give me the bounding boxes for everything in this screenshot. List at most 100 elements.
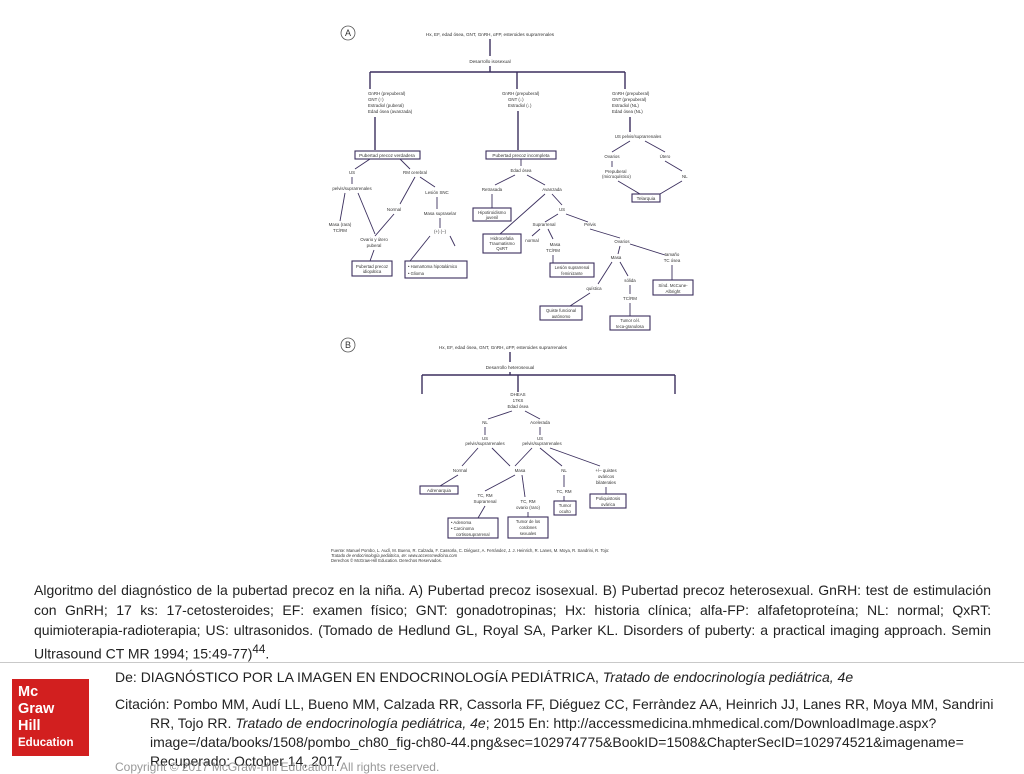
tumor-teca-box xyxy=(609,315,651,331)
pp-true-box xyxy=(354,150,421,160)
citation-book: Tratado de endocrinología pediátrica, 4e xyxy=(235,715,486,731)
panel-a-circle xyxy=(340,25,356,41)
edad-osea-label: Edad ósea xyxy=(511,168,533,173)
traumatismo-label: Traumatismo xyxy=(489,241,515,246)
de-line: De: DIAGNÓSTICO POR LA IMAGEN EN ENDOCRI… xyxy=(115,669,854,685)
adenoma-label: • Adenoma xyxy=(451,520,472,525)
divider xyxy=(0,662,1024,663)
sexuales-label: sexuales xyxy=(520,531,537,536)
tamano-label: tamaño xyxy=(665,252,680,257)
hipotiroidismo-label: Hipotiroidismo xyxy=(478,210,506,215)
glioma-label: • Glioma xyxy=(408,271,425,276)
bilaterales-label: bilaterales xyxy=(596,480,617,485)
source-citation: De: DIAGNÓSTICO POR LA IMAGEN EN ENDOCRI… xyxy=(115,668,995,771)
normal-label-a: Normal xyxy=(387,207,401,212)
svg-text:Estradiol (↓): Estradiol (↓) xyxy=(508,103,532,108)
figure-source-line2: Tratado de endocrinología pediátrica, 4e… xyxy=(331,553,458,558)
panel-a-letter: A xyxy=(345,28,351,38)
mcgraw-hill-logo: Mc Graw Hill Education xyxy=(12,679,89,756)
figure-source-line3: Derechos © McGraw-Hill Education. Derech… xyxy=(331,558,442,563)
tcrm-b-label: TC, RM xyxy=(556,489,571,494)
us-label-a2: US xyxy=(559,207,565,212)
us-pelvic-label: US pelvis/suprarrenales xyxy=(615,134,662,139)
mri-label: RM cerebral xyxy=(403,170,427,175)
ovarica-label: ovárica xyxy=(601,502,616,507)
suprarrenal-label: Suprarrenal xyxy=(533,222,556,227)
feminizante-label: feminizante xyxy=(561,271,583,276)
adenoma-box xyxy=(447,517,499,539)
teca-granulosa-label: teca-granulosa xyxy=(616,324,644,329)
ovaries-label: Ovarios xyxy=(604,154,620,159)
us-b-left: US xyxy=(482,436,488,441)
nl-label-a: NL xyxy=(682,174,688,179)
suprarrenal-b-label: Suprarrenal xyxy=(474,499,497,504)
plus-minus-label: (+) (–) xyxy=(434,229,447,234)
us-b-left-sub: pelvis/suprarrenales xyxy=(465,441,505,446)
acelerada-label: Acelerada xyxy=(530,420,550,425)
mccune-box xyxy=(652,279,694,296)
copyright-notice: Copyright © 2017 McGraw-Hill Education. … xyxy=(115,760,440,774)
panel-a-top-box: Hx, EF, edad ósea, GNT, GnRH, αFP, ester… xyxy=(426,32,555,37)
cortisosuprarrenal-label: cortisosuprarrenal xyxy=(456,532,490,537)
hipotiroidismo-box xyxy=(472,207,512,222)
svg-text:Estradiol (puberal): Estradiol (puberal) xyxy=(368,103,404,108)
panel-b-circle xyxy=(340,337,356,353)
masa-renal-label: Masa (rara) xyxy=(329,222,352,227)
telarquia-label: Telarquia xyxy=(637,196,656,201)
book-title: Tratado de endocrinología pediátrica, 4e xyxy=(602,669,854,685)
poliquistosis-box xyxy=(589,493,627,509)
hidrocefalia-box xyxy=(482,233,522,254)
carcinoma-label: • Carcinoma xyxy=(451,526,475,531)
ovaricos-label: ováricos xyxy=(598,474,615,479)
telarquia-box xyxy=(631,193,661,203)
tumor-oculto-label: Tumor xyxy=(559,503,572,508)
ovarios2-label: Ovarios xyxy=(614,239,630,244)
svg-text:GNT (prepuberal): GNT (prepuberal) xyxy=(612,97,647,102)
lesion-supra-box xyxy=(549,262,595,278)
avanzada-label: Avanzada xyxy=(542,187,562,192)
panel-b-top-box: Hx, EF, edad ósea, GNT, GnRH, αFP, ester… xyxy=(439,345,568,350)
svg-text:Edad ósea (NL): Edad ósea (NL) xyxy=(612,109,643,114)
caption-tail: . xyxy=(265,645,270,662)
pp-incomplete-label: Pubertad precoz incompleta xyxy=(492,153,550,158)
tumor-oculto-box xyxy=(553,500,577,516)
pelvis-supra-label: pelvis/suprarrenales xyxy=(332,186,372,191)
logo-line-4: Education xyxy=(18,737,74,749)
edad-osea-b-label: Edad ósea xyxy=(508,404,530,409)
cordones-label: cordones xyxy=(519,525,536,530)
panel-a-branch3: GnRH (prepuberal) GNT (prepuberal) Estra… xyxy=(612,91,650,114)
normal-b-label: Normal xyxy=(453,468,467,473)
svg-text:GNT (↓): GNT (↓) xyxy=(508,97,524,102)
panel-b-letter: B xyxy=(345,340,351,350)
tcrm-ovario-label: TC, RM xyxy=(520,499,535,504)
pelvis-label: Pelvis xyxy=(584,222,597,227)
masa3-label: Masa xyxy=(611,255,622,260)
ovario-utero-label: Ovario y útero xyxy=(360,237,388,242)
quiste-box xyxy=(539,305,583,321)
adrenarquia-box xyxy=(419,485,459,495)
adrenarquia-label: Adrenarquia xyxy=(427,488,451,493)
dheas-label: DHEAS xyxy=(510,392,525,397)
masa2-tcrm: TC/RM xyxy=(546,248,560,253)
svg-text:GnRH (prepuberal): GnRH (prepuberal) xyxy=(502,91,540,96)
us-label-a: US xyxy=(349,170,355,175)
quiste-label: Quiste funcional xyxy=(546,308,576,313)
tumor-cordones-label: Tumor de los xyxy=(516,519,540,524)
masa-b-label: Masa xyxy=(515,468,526,473)
microcystic-label: (microquístico) xyxy=(602,174,631,179)
lesion-snc-label: Lesión SNC xyxy=(425,190,448,195)
tcrm-supra-label: TC, RM xyxy=(477,493,492,498)
pp-idiopatica-label: Pubertad precoz xyxy=(356,264,388,269)
panel-a-branch1: GnRH (prepuberal) GNT (↑) Estradiol (pub… xyxy=(368,91,413,114)
us-b-right-sub: pelvis/suprarrenales xyxy=(522,441,562,446)
masa-renal-tcrm: TC/RM xyxy=(333,228,347,233)
ovario-raro-label: ovario (raro) xyxy=(516,505,540,510)
logo-line-2: Graw xyxy=(18,701,55,717)
tc-osea-label: TC ósea xyxy=(664,258,681,263)
qxrt-label: QxRT xyxy=(496,246,508,251)
mccune-label: Sínd. McCune- xyxy=(658,283,688,288)
figure-caption: Algoritmo del diagnóstico de la pubertad… xyxy=(34,580,991,664)
juvenil-label: juvenil xyxy=(485,215,498,220)
nl-b-label: NL xyxy=(482,420,488,425)
masa-supra-label: Masa supraselar xyxy=(424,211,457,216)
